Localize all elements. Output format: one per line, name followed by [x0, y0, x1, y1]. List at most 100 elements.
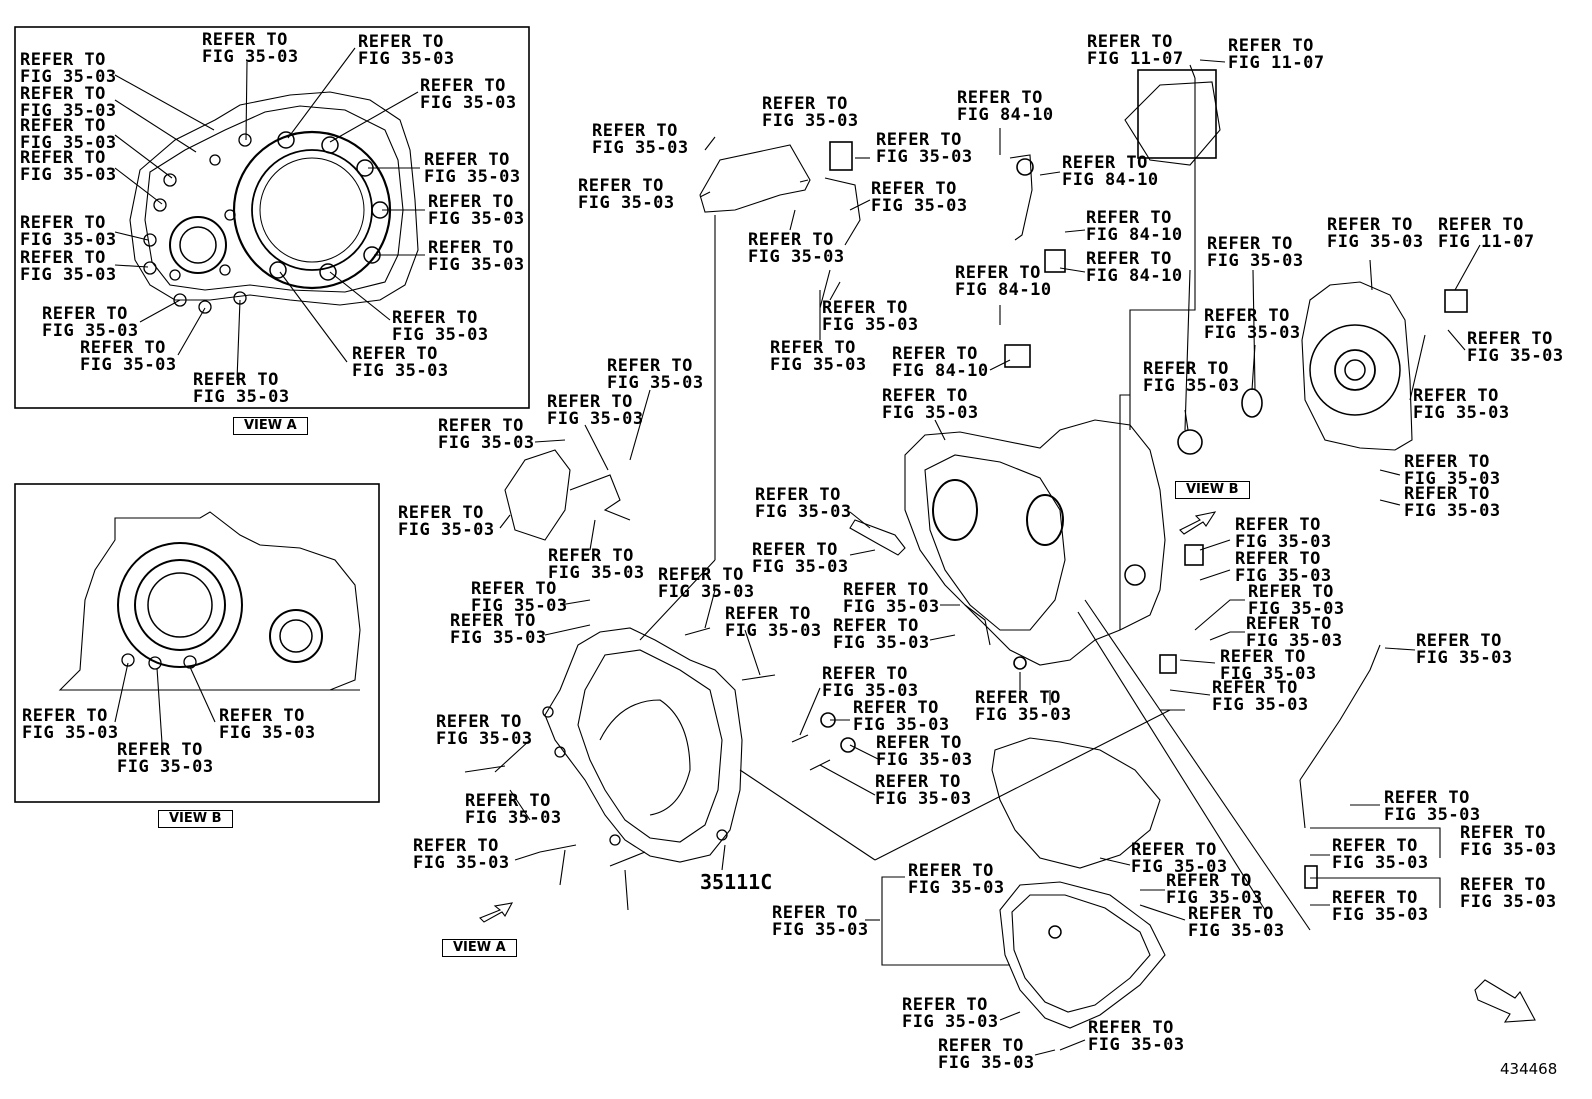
callout-refer-text: REFER TO	[22, 706, 108, 726]
callout-refer-text: REFER TO	[436, 712, 522, 732]
callout-refer-text: REFER TO	[471, 579, 557, 599]
callout-fig-number: FIG 35-03	[398, 520, 495, 540]
callout-fig-number: FIG 35-03	[438, 433, 535, 453]
view-a-frame	[14, 26, 530, 409]
callout-refer-text: REFER TO	[908, 861, 994, 881]
callout-refer-text: REFER TO	[882, 386, 968, 406]
callout-refer-text: REFER TO	[578, 176, 664, 196]
callout-fig-number: FIG 35-03	[822, 315, 919, 335]
callout-refer-text: REFER TO	[398, 503, 484, 523]
callout-fig-number: FIG 35-03	[424, 167, 521, 187]
callout-refer-text: REFER TO	[20, 116, 106, 136]
callout-fig-number: FIG 35-03	[1220, 664, 1317, 684]
fwd-arrow	[1474, 979, 1536, 1023]
callout-refer-text: REFER TO	[547, 392, 633, 412]
callout-refer-text: REFER TO	[1416, 631, 1502, 651]
callout-refer-text: REFER TO	[822, 298, 908, 318]
callout-refer-text: REFER TO	[1188, 904, 1274, 924]
callout-fig-number: FIG 35-03	[20, 101, 117, 121]
transaxle-case-drawing	[904, 419, 1166, 666]
callout-refer-text: REFER TO	[1332, 836, 1418, 856]
callout-refer-text: REFER TO	[1086, 249, 1172, 269]
callout-refer-text: REFER TO	[20, 213, 106, 233]
view-b-tag: VIEW B	[158, 810, 233, 828]
callout-refer-text: REFER TO	[853, 698, 939, 718]
callout-refer-text: REFER TO	[892, 344, 978, 364]
callout-fig-number: FIG 35-03	[882, 403, 979, 423]
callout-fig-number: FIG 35-03	[1235, 566, 1332, 586]
callout-refer-text: REFER TO	[658, 565, 744, 585]
oil-pan-drawing	[991, 737, 1166, 1029]
callout-fig-number: FIG 35-03	[413, 853, 510, 873]
callout-refer-text: REFER TO	[1062, 153, 1148, 173]
callout-fig-number: FIG 35-03	[465, 808, 562, 828]
callout-fig-number: FIG 35-03	[876, 750, 973, 770]
callout-fig-number: FIG 35-03	[548, 563, 645, 583]
callout-refer-text: REFER TO	[358, 32, 444, 52]
callout-fig-number: FIG 35-03	[938, 1053, 1035, 1073]
callout-fig-number: FIG 35-03	[428, 209, 525, 229]
callout-refer-text: REFER TO	[975, 688, 1061, 708]
callout-refer-text: REFER TO	[20, 50, 106, 70]
callout-refer-text: REFER TO	[833, 616, 919, 636]
callout-fig-number: FIG 84-10	[957, 105, 1054, 125]
callout-fig-number: FIG 84-10	[1086, 266, 1183, 286]
callout-fig-number: FIG 35-03	[20, 165, 117, 185]
callout-refer-text: REFER TO	[1248, 582, 1334, 602]
callout-fig-number: FIG 84-10	[1086, 225, 1183, 245]
callout-refer-text: REFER TO	[1467, 329, 1553, 349]
callout-refer-text: REFER TO	[762, 94, 848, 114]
callout-fig-number: FIG 35-03	[833, 633, 930, 653]
callout-fig-number: FIG 35-03	[748, 247, 845, 267]
callout-refer-text: REFER TO	[822, 664, 908, 684]
callout-fig-number: FIG 35-03	[42, 321, 139, 341]
callout-fig-number: FIG 35-03	[762, 111, 859, 131]
callout-refer-text: REFER TO	[413, 836, 499, 856]
callout-fig-number: FIG 35-03	[772, 920, 869, 940]
callout-refer-text: REFER TO	[902, 995, 988, 1015]
view-b-arrow	[1179, 511, 1217, 535]
callout-refer-text: REFER TO	[42, 304, 128, 324]
callout-fig-number: FIG 35-03	[352, 361, 449, 381]
callout-fig-number: FIG 35-03	[607, 373, 704, 393]
callout-fig-number: FIG 35-03	[752, 557, 849, 577]
callout-fig-number: FIG 35-03	[755, 502, 852, 522]
callout-refer-text: REFER TO	[871, 179, 957, 199]
callout-fig-number: FIG 35-03	[876, 147, 973, 167]
callout-fig-number: FIG 35-03	[471, 596, 568, 616]
view-a-main-tag: VIEW A	[442, 939, 517, 957]
callout-refer-text: REFER TO	[202, 30, 288, 50]
callout-fig-number: FIG 35-03	[1212, 695, 1309, 715]
